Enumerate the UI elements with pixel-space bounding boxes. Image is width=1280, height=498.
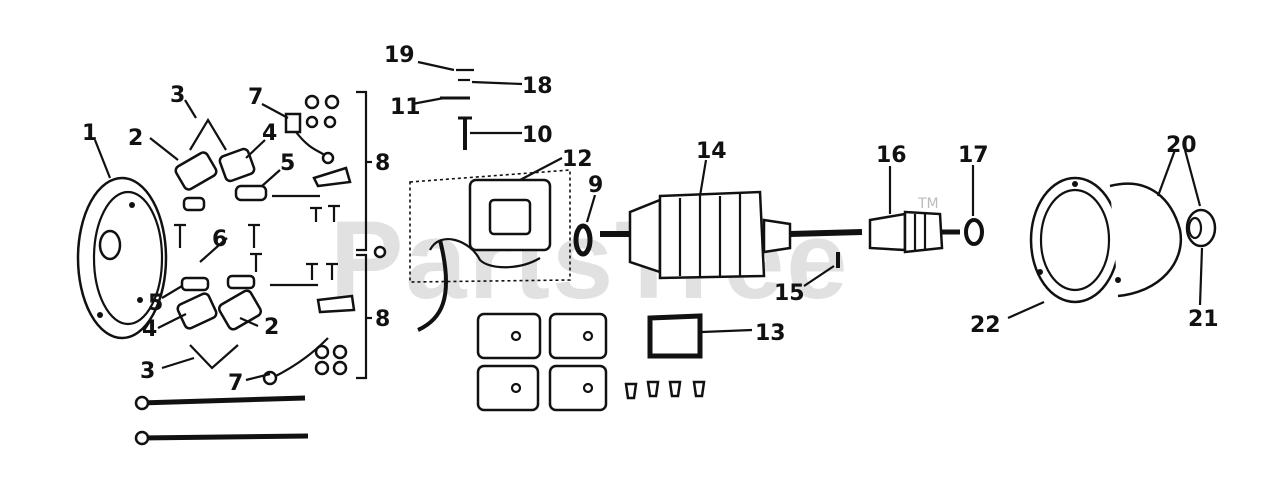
part-pad-screws <box>624 380 706 400</box>
callout-1: 1 <box>82 121 97 146</box>
callout-2-lower: 2 <box>264 315 279 340</box>
callout-3-upper: 3 <box>170 83 185 108</box>
callout-10: 10 <box>522 123 553 148</box>
callout-20: 20 <box>1166 133 1197 158</box>
part-drive-assembly <box>868 210 960 254</box>
part-brushes-lower <box>176 274 263 331</box>
bracket-8-lower <box>356 253 372 380</box>
part-pads <box>476 312 608 412</box>
leader-lines <box>93 60 1204 382</box>
part-pin <box>458 116 472 150</box>
part-hardware-kit-lower <box>270 262 356 376</box>
callout-9: 9 <box>588 173 603 198</box>
part-gasket <box>647 313 703 359</box>
part-bushing <box>1185 208 1217 248</box>
part-field-frame <box>373 169 571 332</box>
part-hardware-kit-upper <box>272 94 352 222</box>
part-armature <box>600 190 863 280</box>
watermark: PartsTree <box>330 199 849 322</box>
bracket-8-upper <box>356 90 372 252</box>
callout-17: 17 <box>958 143 989 168</box>
part-terminal-lower <box>262 337 329 386</box>
callout-labels: 1 2 3 4 5 7 8 6 5 4 2 3 7 8 19 18 11 10 … <box>82 43 1219 396</box>
callout-6: 6 <box>212 227 227 252</box>
part-brushes-upper <box>174 147 268 212</box>
callout-18: 18 <box>522 74 553 99</box>
part-end-cover <box>76 176 168 340</box>
part-terminal-upper <box>284 112 335 165</box>
callout-21: 21 <box>1188 307 1219 332</box>
part-drive-housing <box>1029 176 1183 304</box>
callout-5-upper: 5 <box>280 151 295 176</box>
callout-14: 14 <box>696 139 727 164</box>
callout-15: 15 <box>774 281 805 306</box>
part-screws <box>174 223 262 272</box>
callout-5-lower: 5 <box>148 291 163 316</box>
callout-8-lower: 8 <box>375 307 390 332</box>
part-drive-washer <box>964 218 984 246</box>
callout-4-lower: 4 <box>142 317 157 342</box>
callout-3-lower: 3 <box>140 359 155 384</box>
callout-7-upper: 7 <box>248 85 263 110</box>
trademark-mark: TM <box>917 196 939 212</box>
callout-16: 16 <box>876 143 907 168</box>
part-through-bolts <box>134 395 309 446</box>
callout-22: 22 <box>970 313 1001 338</box>
part-brush-spring-upper <box>189 117 227 151</box>
callout-13: 13 <box>755 321 786 346</box>
part-washer <box>573 223 593 257</box>
part-brush-spring-lower <box>189 344 239 370</box>
callout-12: 12 <box>562 147 593 172</box>
callout-19: 19 <box>384 43 415 68</box>
callout-11: 11 <box>390 95 421 120</box>
callout-2-upper: 2 <box>128 126 143 151</box>
callout-7-lower: 7 <box>228 371 243 396</box>
callout-4-upper: 4 <box>262 121 277 146</box>
callout-8-upper: 8 <box>375 151 390 176</box>
